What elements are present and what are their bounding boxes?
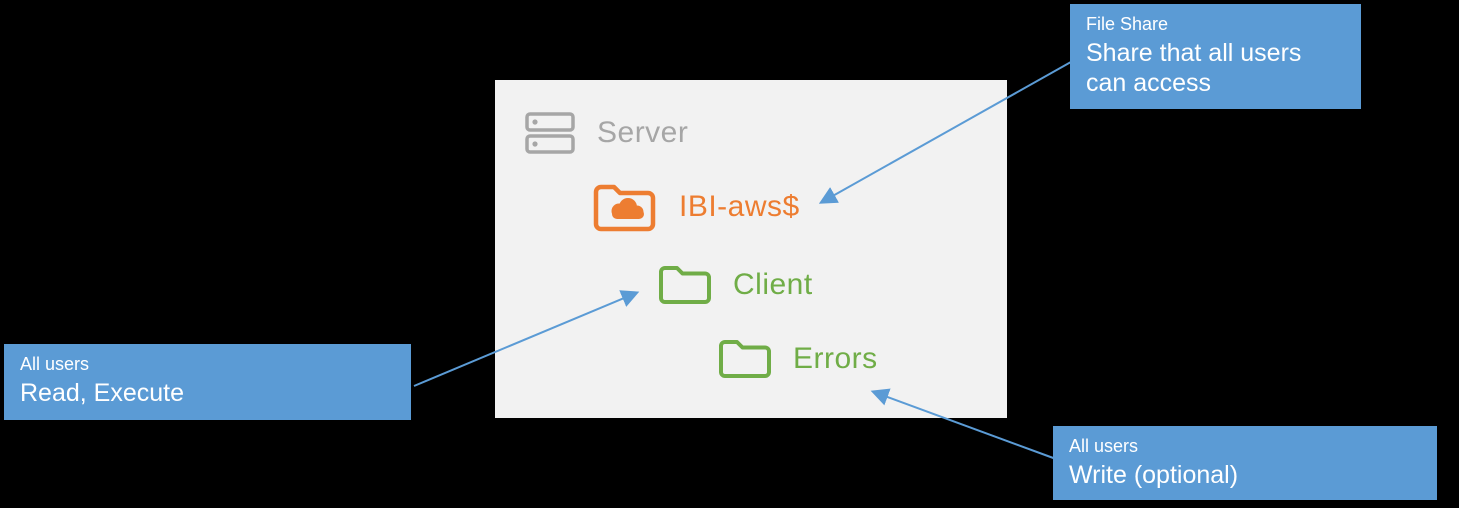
callout-body: Read, Execute	[20, 378, 184, 407]
callout-errors-permissions: All users Write (optional)	[1053, 426, 1437, 500]
callout-body: Share that all users can access	[1086, 38, 1302, 98]
folder-icon	[657, 262, 713, 308]
errors-folder-label: Errors	[793, 342, 878, 375]
share-folder-item: IBI-aws$	[591, 178, 800, 236]
server-icon	[523, 106, 577, 160]
server-panel: Server IBI-aws$	[495, 80, 1007, 418]
callout-client-permissions: All users Read, Execute	[4, 344, 411, 420]
server-item: Server	[523, 106, 688, 160]
callout-file-share: File Share Share that all users can acce…	[1070, 4, 1361, 109]
callout-title: All users	[20, 354, 90, 374]
errors-folder-item: Errors	[717, 336, 878, 382]
folder-icon	[717, 336, 773, 382]
callout-title: All users	[1069, 436, 1139, 456]
client-folder-item: Client	[657, 262, 813, 308]
cloud-folder-icon	[591, 178, 659, 236]
server-label: Server	[597, 116, 689, 149]
callout-body: Write (optional)	[1069, 460, 1239, 489]
share-folder-label: IBI-aws$	[679, 190, 800, 223]
callout-title: File Share	[1086, 14, 1169, 34]
client-folder-label: Client	[733, 268, 813, 301]
